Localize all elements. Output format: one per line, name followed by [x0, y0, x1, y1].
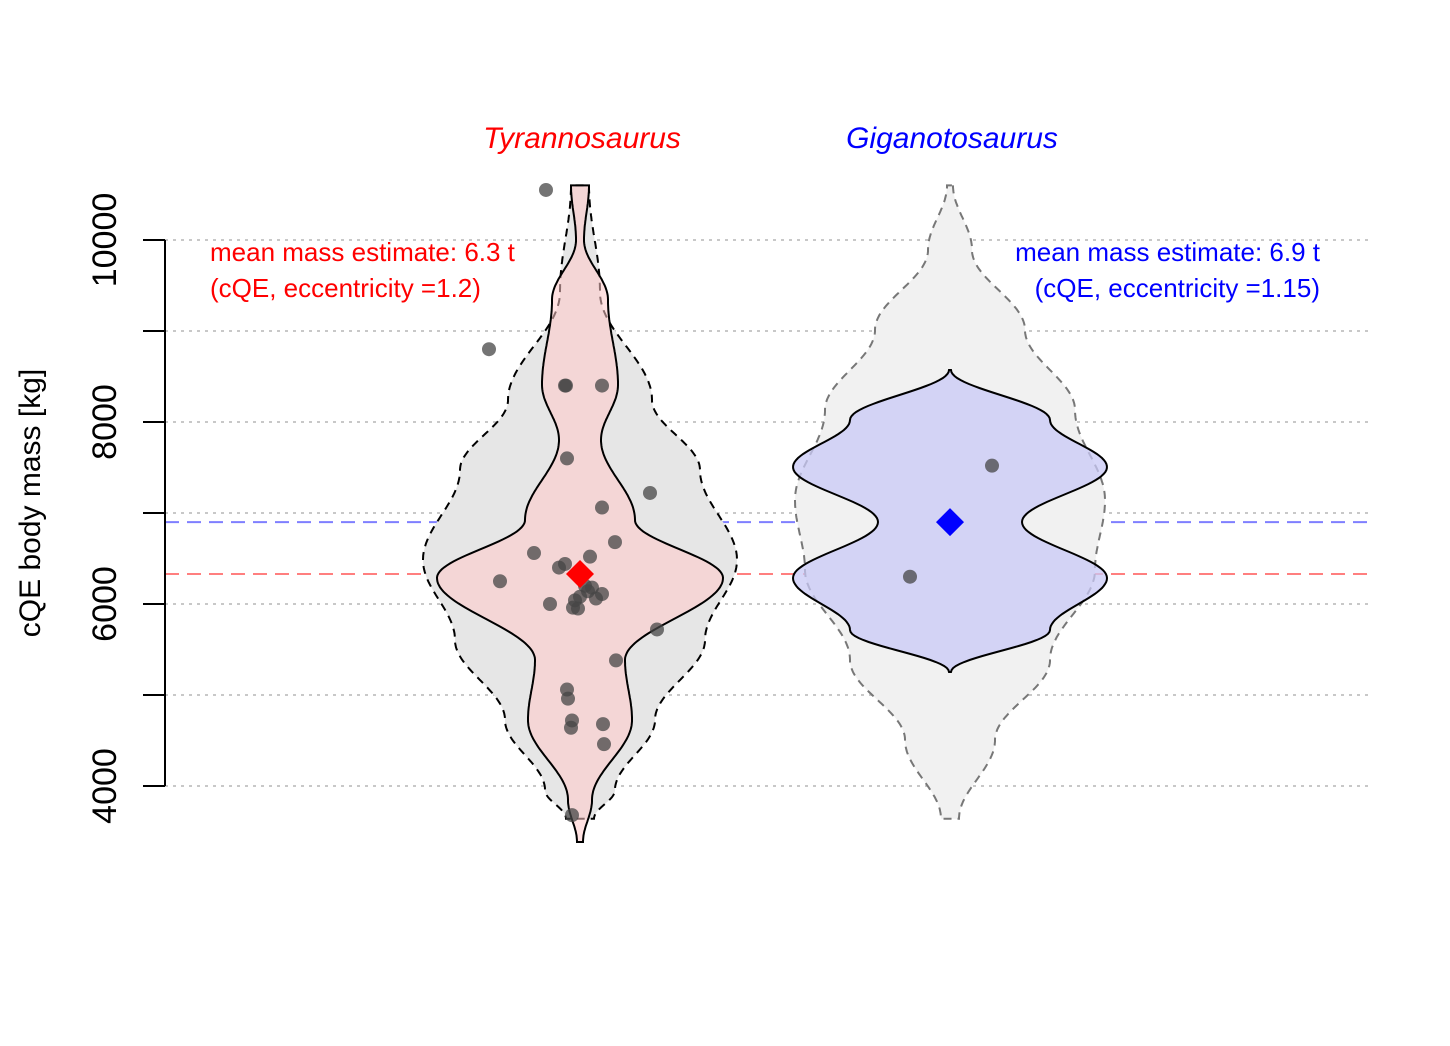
data-point-giganotosaurus	[985, 458, 999, 473]
data-point-tyrannosaurus	[595, 378, 609, 393]
annotation-tyrannosaurus-method: (cQE, eccentricity =1.2)	[210, 273, 481, 303]
mean-marker-giganotosaurus	[936, 508, 964, 537]
data-point-tyrannosaurus	[571, 601, 585, 616]
data-point-tyrannosaurus	[560, 451, 574, 466]
data-point-tyrannosaurus	[552, 560, 566, 575]
annotation-giganotosaurus-mean: mean mass estimate: 6.9 t	[1015, 237, 1321, 267]
data-point-tyrannosaurus	[609, 653, 623, 668]
data-point-tyrannosaurus	[583, 549, 597, 564]
gridlines	[165, 239, 1368, 787]
data-point-tyrannosaurus	[589, 591, 603, 606]
data-point-tyrannosaurus	[564, 720, 578, 735]
y-axis: 4000 6000 8000 10000	[86, 193, 166, 824]
data-point-tyrannosaurus	[482, 342, 496, 357]
data-point-tyrannosaurus	[643, 485, 657, 500]
mean-marker-tyrannosaurus	[566, 559, 594, 588]
mean-reference-lines	[165, 521, 1368, 575]
y-tick-label-10000: 10000	[86, 193, 124, 288]
data-point-tyrannosaurus	[539, 182, 553, 197]
data-point-tyrannosaurus	[596, 717, 610, 732]
data-point-tyrannosaurus	[527, 546, 541, 561]
data-point-tyrannosaurus	[597, 737, 611, 752]
y-tick-label-6000: 6000	[86, 566, 124, 642]
y-tick-label-4000: 4000	[86, 748, 124, 824]
data-point-tyrannosaurus	[543, 597, 557, 611]
data-point-tyrannosaurus	[561, 691, 575, 706]
y-tick-label-8000: 8000	[86, 384, 124, 460]
violin-inner-tyrannosaurus	[435, 184, 725, 843]
data-point-tyrannosaurus	[558, 378, 572, 393]
group-label-giganotosaurus: Giganotosaurus	[846, 122, 1058, 155]
data-point-tyrannosaurus	[650, 622, 664, 637]
data-point-tyrannosaurus	[493, 574, 507, 589]
annotation-giganotosaurus-method: (cQE, eccentricity =1.15)	[1035, 273, 1320, 303]
data-point-tyrannosaurus	[595, 500, 609, 515]
data-point-giganotosaurus	[903, 569, 917, 584]
data-point-tyrannosaurus	[565, 808, 579, 823]
violins	[422, 184, 1109, 843]
annotation-tyrannosaurus-mean: mean mass estimate: 6.3 t	[210, 237, 516, 267]
data-points	[482, 182, 999, 823]
mean-markers	[566, 508, 964, 588]
data-point-tyrannosaurus	[608, 535, 622, 550]
group-label-tyrannosaurus: Tyrannosaurus	[483, 122, 681, 155]
y-axis-title: cQE body mass [kg]	[14, 369, 47, 637]
